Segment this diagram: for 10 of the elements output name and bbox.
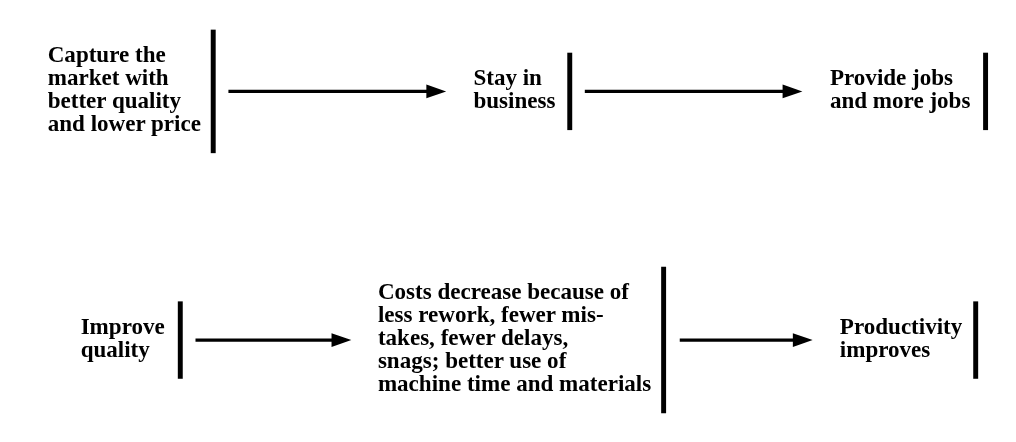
node-text: Costs decrease because of less rework, fewer mis- takes, fewer delays, snags; better use of machine time and materials <box>377 277 652 396</box>
node-text: Stay in business <box>473 63 556 113</box>
arrow <box>584 83 803 98</box>
node-text: Improve quality <box>80 312 165 362</box>
node-text: Productivity improves <box>839 312 963 362</box>
arrow <box>679 332 813 347</box>
node-text: Provide jobs and more jobs <box>829 63 971 113</box>
arrow <box>195 332 352 347</box>
node-text: Capture the market with better quality and lower price <box>47 40 201 136</box>
arrow <box>228 83 447 98</box>
